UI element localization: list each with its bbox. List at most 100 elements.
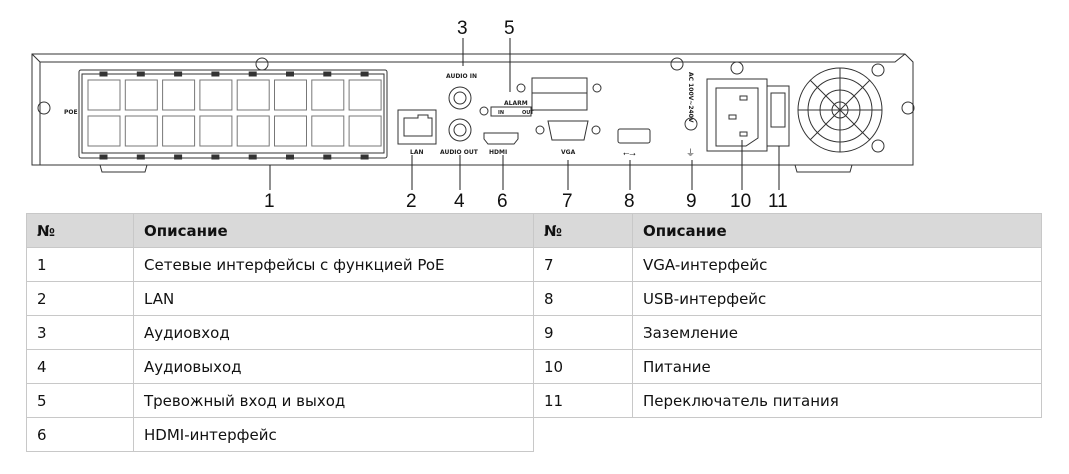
poe-port: [87, 115, 121, 147]
port-number-badge: [286, 154, 294, 160]
ground-icon: ⏚: [686, 148, 695, 158]
port-number-badge: [360, 154, 369, 160]
row-num: 7: [533, 247, 633, 282]
alarm-out-label: OUT: [522, 110, 534, 116]
poe-port: [236, 79, 270, 111]
rear-panel-diagram: POE LAN AUDIO IN AUDIO OUT ALARM IN OUT …: [31, 18, 915, 212]
row-num: 3: [26, 315, 134, 350]
audio-out-jack: [448, 118, 472, 142]
row-desc: Питание: [632, 349, 1042, 384]
poe-port: [274, 79, 307, 111]
lan-port: [397, 109, 437, 145]
row-num: 9: [533, 315, 633, 350]
header-desc: Описание: [133, 213, 534, 248]
alarm-in-label: IN: [498, 110, 504, 116]
poe-port: [124, 115, 158, 147]
poe-label: POE: [64, 109, 78, 116]
row-num: 11: [533, 383, 633, 418]
row-desc: LAN: [133, 281, 534, 316]
row-desc: Заземление: [632, 315, 1042, 350]
power-switch: [766, 85, 790, 147]
poe-ports: [87, 71, 382, 160]
poe-port: [199, 79, 233, 111]
row-num: 1: [26, 247, 134, 282]
row-desc: Аудиовыход: [133, 349, 534, 384]
vga-port: [547, 120, 589, 141]
callout-4: 4: [454, 191, 465, 212]
callout-6: 6: [497, 191, 508, 212]
poe-port: [162, 79, 196, 111]
port-number-badge: [286, 71, 294, 77]
alarm-label: ALARM: [504, 100, 528, 107]
header-desc: Описание: [632, 213, 1042, 248]
audio-in-jack: [448, 86, 472, 110]
port-number-badge: [211, 71, 220, 77]
port-number-badge: [211, 154, 220, 160]
hdmi-port: [483, 132, 519, 145]
table-header-row: № Описание № Описание: [26, 213, 1042, 248]
row-desc: VGA-интерфейс: [632, 247, 1042, 282]
callout-3: 3: [457, 18, 468, 39]
row-desc: Сетевые интерфейсы с функцией PoE: [133, 247, 534, 282]
header-num: №: [533, 213, 633, 248]
port-number-badge: [136, 71, 145, 77]
callout-9: 9: [686, 191, 697, 212]
port-number-badge: [323, 154, 332, 160]
port-number-badge: [248, 154, 257, 160]
row-desc: Переключатель питания: [632, 383, 1042, 418]
poe-port: [199, 115, 233, 147]
row-desc: Аудиовход: [133, 315, 534, 350]
callout-5: 5: [504, 18, 515, 39]
ground-screw: [684, 117, 698, 131]
header-num: №: [26, 213, 134, 248]
port-number-badge: [99, 154, 108, 160]
vga-label: VGA: [561, 149, 576, 156]
callout-2: 2: [406, 191, 417, 212]
port-number-badge: [99, 71, 108, 77]
poe-port: [124, 79, 158, 111]
row-num: 2: [26, 281, 134, 316]
poe-port: [311, 79, 345, 111]
usb-icon: ⭠⭢: [623, 149, 636, 158]
row-num: 5: [26, 383, 134, 418]
usb-port: [617, 128, 651, 144]
poe-port: [236, 115, 270, 147]
audio-out-label: AUDIO OUT: [440, 149, 479, 156]
row-desc: Тревожный вход и выход: [133, 383, 534, 418]
callout-8: 8: [624, 191, 635, 212]
poe-port: [348, 79, 382, 111]
row-num: 6: [26, 417, 134, 452]
poe-port: [274, 115, 307, 147]
poe-port: [162, 115, 196, 147]
port-number-badge: [136, 154, 145, 160]
poe-port: [348, 115, 382, 147]
lan-label: LAN: [410, 149, 424, 156]
row-desc: USB-интерфейс: [632, 281, 1042, 316]
port-number-badge: [174, 71, 183, 77]
empty-cell: [533, 417, 1042, 452]
callout-1: 1: [264, 191, 275, 212]
audio-in-label: AUDIO IN: [446, 73, 477, 80]
port-number-badge: [248, 71, 257, 77]
alarm-terminal: [531, 77, 588, 111]
port-number-badge: [174, 154, 183, 160]
hdmi-label: HDMI: [489, 149, 507, 156]
callout-7: 7: [562, 191, 573, 212]
port-number-badge: [360, 71, 369, 77]
power-rating-label: AC 100V~240V: [687, 72, 694, 123]
poe-port: [311, 115, 345, 147]
row-num: 10: [533, 349, 633, 384]
poe-port: [87, 79, 121, 111]
callout-11: 11: [768, 191, 788, 212]
row-desc: HDMI-интерфейс: [133, 417, 534, 452]
row-num: 4: [26, 349, 134, 384]
row-num: 8: [533, 281, 633, 316]
callout-10: 10: [730, 191, 751, 212]
port-number-badge: [323, 71, 332, 77]
